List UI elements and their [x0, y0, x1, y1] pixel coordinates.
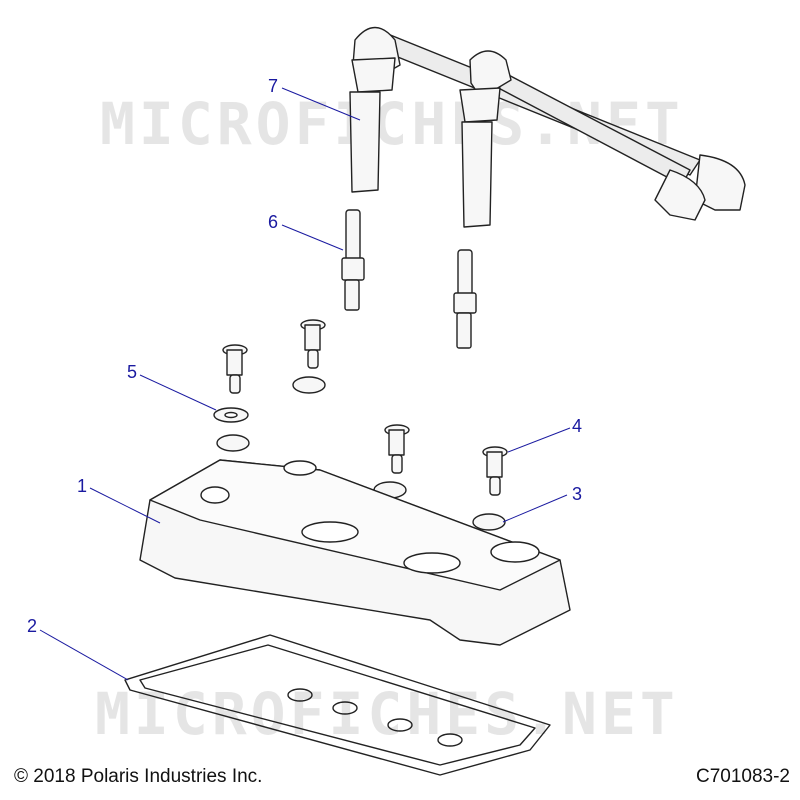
valve-cover-gasket [124, 634, 551, 776]
spark-plug-right [453, 249, 477, 349]
callout-5: 5 [127, 362, 137, 382]
watermark-bottom: MICROFICHES.NET [95, 680, 679, 748]
copyright-text: © 2018 Polaris Industries Inc. [14, 766, 263, 787]
bolt-2 [222, 344, 248, 394]
callout-1: 1 [77, 476, 87, 496]
bolt-4 [482, 446, 508, 496]
spark-plug-left [341, 209, 365, 311]
spark-plug-wire-assembly [349, 26, 746, 228]
bolt-1 [300, 319, 326, 369]
grommet-1 [292, 376, 326, 394]
valve-cover [139, 459, 571, 646]
callout-3: 3 [572, 484, 582, 504]
callout-2: 2 [27, 616, 37, 636]
grommet-2 [216, 434, 250, 452]
callout-4: 4 [572, 416, 582, 436]
grommet-4 [472, 513, 506, 531]
callout-6: 6 [268, 212, 278, 232]
callout-7: 7 [268, 76, 278, 96]
bolt-3 [384, 424, 410, 474]
diagram-code: C701083-2 [695, 766, 790, 787]
